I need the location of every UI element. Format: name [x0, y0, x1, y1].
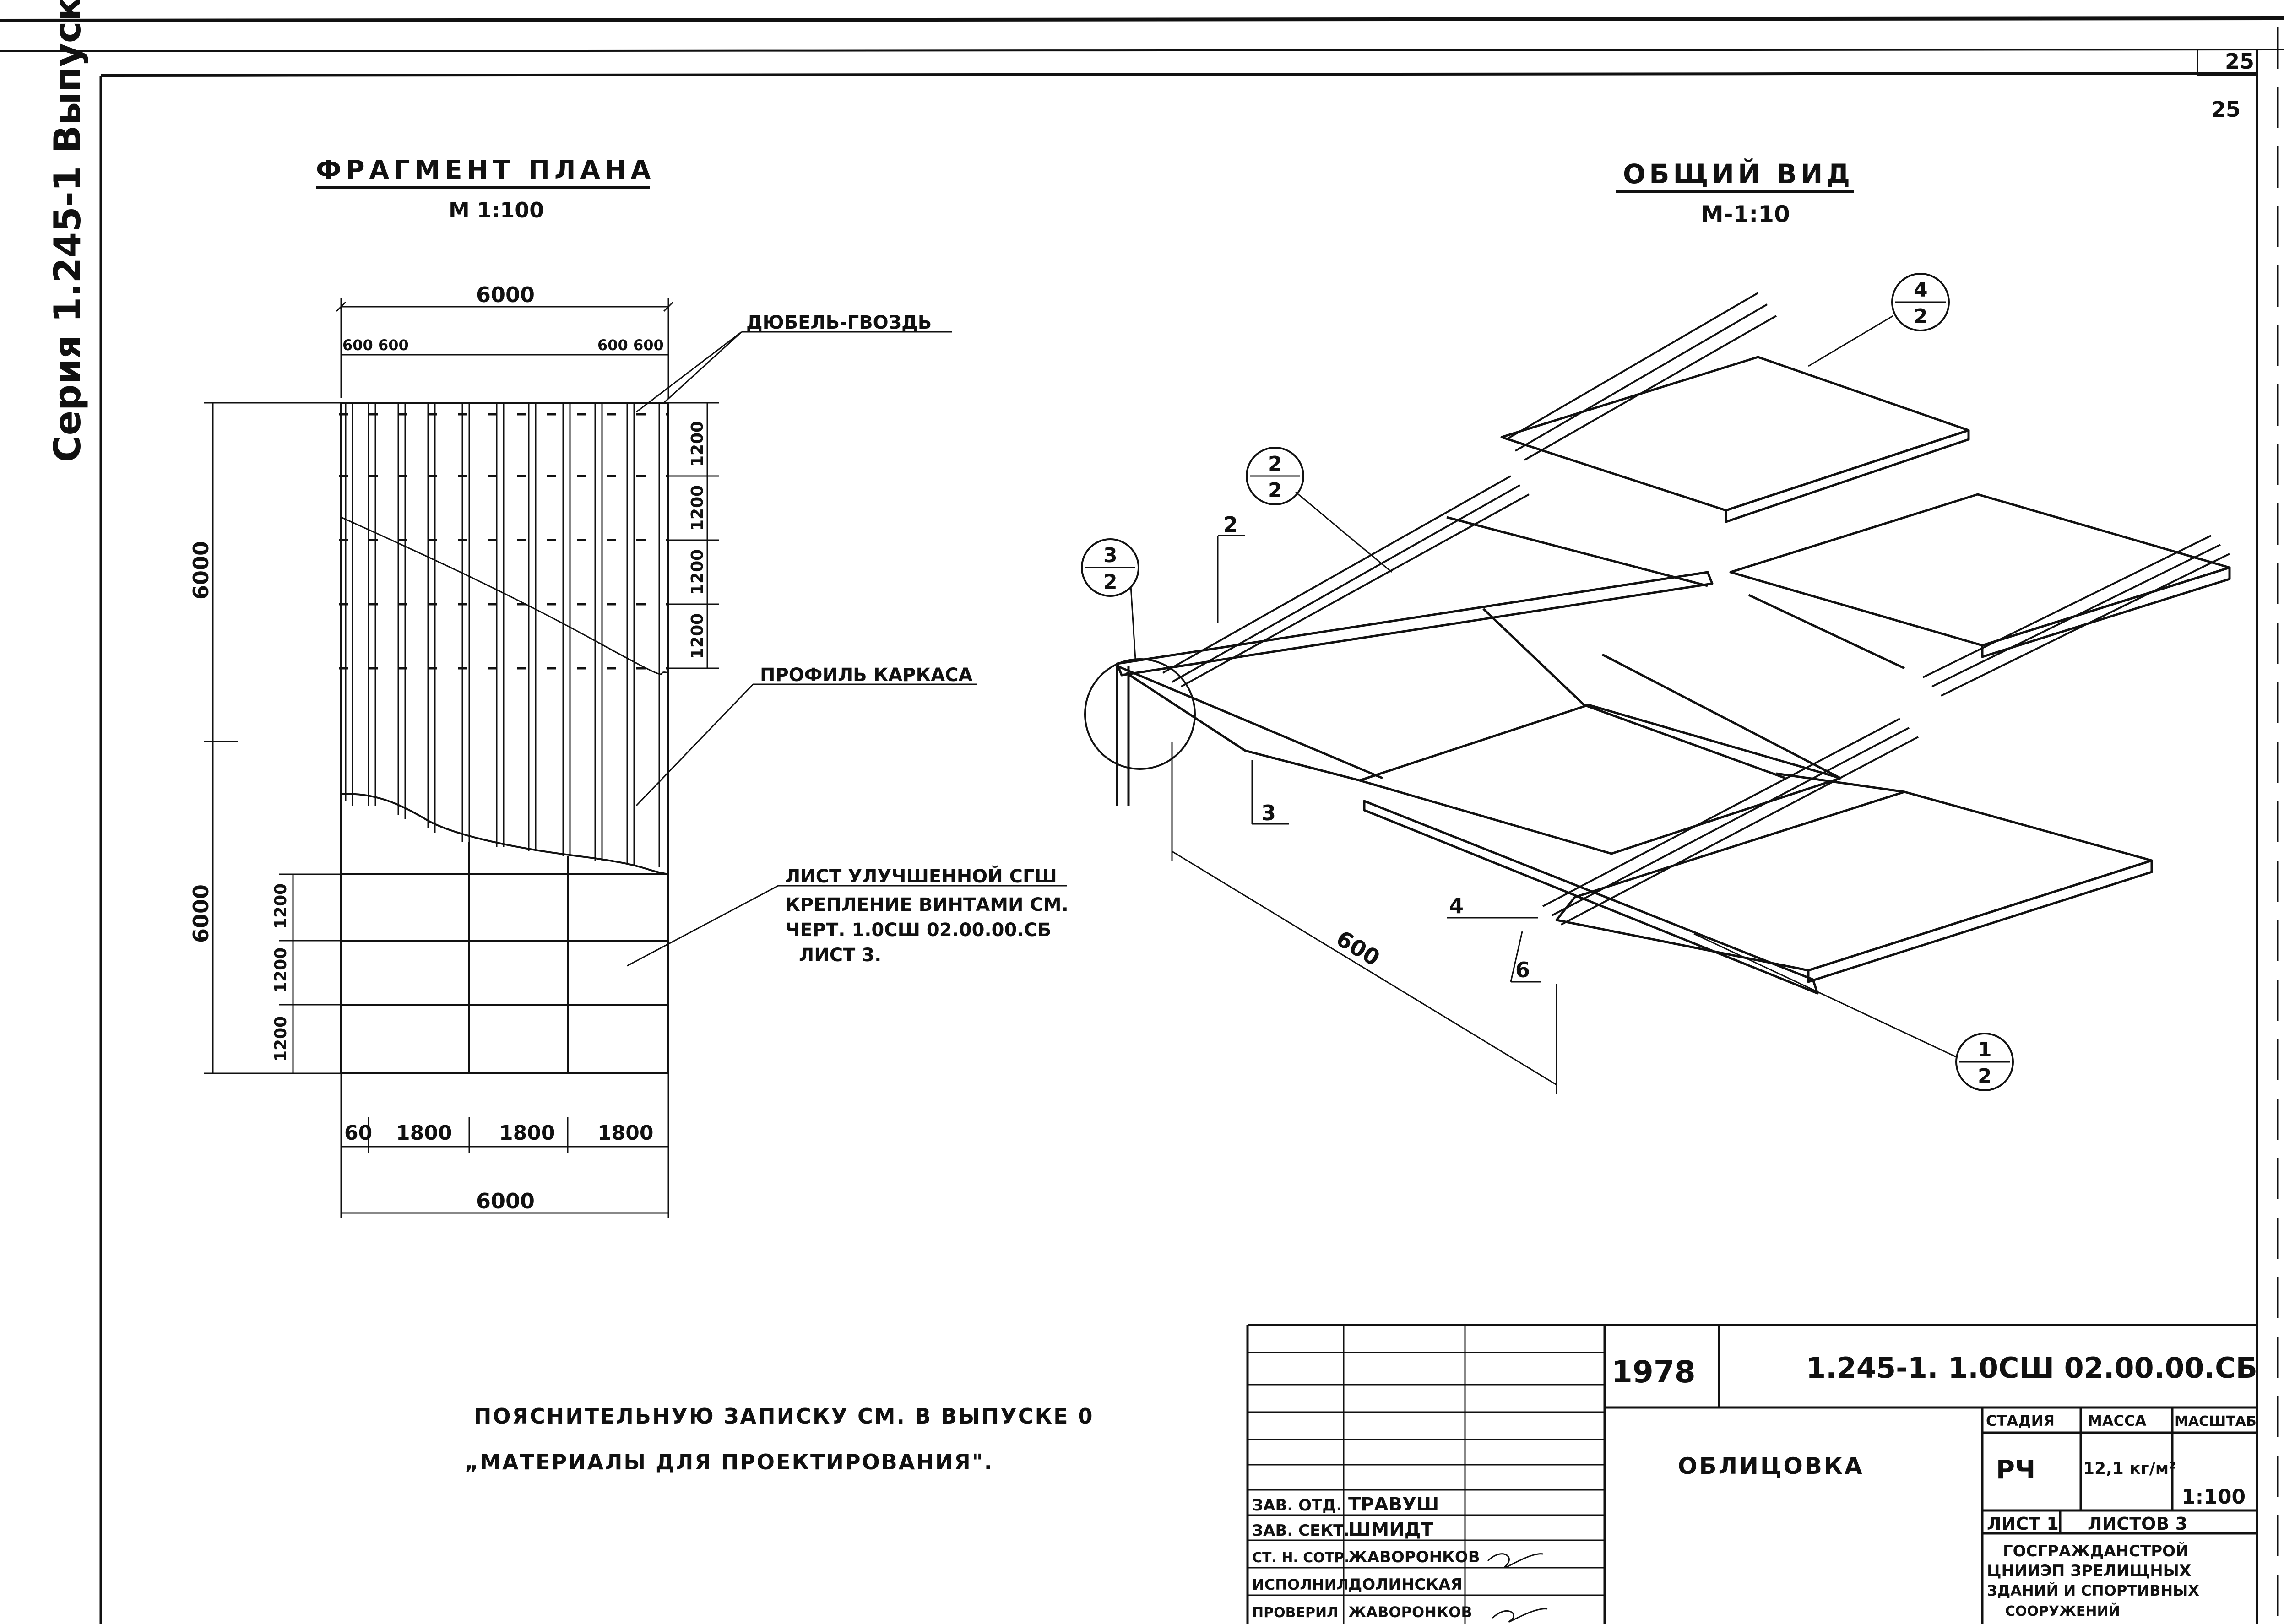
signature [1492, 1608, 1548, 1623]
note-line2: „МАТЕРИАЛЫ ДЛЯ ПРОЕКТИРОВАНИЯ". [465, 1450, 993, 1474]
tb-role: СТ. Н. СОТР. [1252, 1550, 1350, 1566]
plan-dim-top-total: 6000 [476, 282, 535, 307]
tb-name: ОБЛИЦОВКА [1678, 1453, 1864, 1479]
tb-doc-code: 1.245-1. 1.0СШ 02.00.00.СБ [1806, 1351, 2257, 1385]
tb-mass-header: МАССА [2088, 1412, 2147, 1429]
callout-sheet-line1: ЛИСТ УЛУЧШЕННОЙ СГШ [785, 865, 1057, 887]
plan-dim-bottom-1800-a: 1800 [396, 1121, 452, 1145]
frame-profiles [345, 403, 660, 867]
tb-role-name: ЖАВОРОНКОВ [1348, 1548, 1480, 1566]
plan-dim-1200-c: 1200 [688, 549, 707, 595]
sheet-frame [0, 16, 2284, 1624]
plan-dim-1200-e: 1200 [271, 883, 290, 929]
plan-scale: М 1:100 [449, 198, 544, 222]
callout-sheet-line4: ЛИСТ 3. [799, 945, 881, 966]
sheet-number-top: 25 [2225, 49, 2254, 74]
tb-sheet: ЛИСТ 1 [1987, 1514, 2059, 1534]
plan-dim-bottom-1800-c: 1800 [597, 1121, 653, 1145]
general-view-scale: М-1:10 [1701, 201, 1790, 227]
plan-fragment: ФРАГМЕНТ ПЛАНА М 1:100 6000 600 600 600 … [189, 155, 1069, 1218]
tb-org-line2: ЦНИИЭП ЗРЕЛИЩНЫХ [1987, 1562, 2191, 1580]
dowel-marks [339, 413, 668, 670]
tb-year: 1978 [1611, 1354, 1696, 1390]
plan-dim-left-lower: 6000 [189, 884, 213, 943]
pos-6: 6 [1515, 958, 1530, 982]
plan-dim-1200-b: 1200 [688, 485, 707, 531]
plan-dim-top-right: 600 600 [597, 336, 664, 354]
tb-role-name: ШМИДТ [1348, 1519, 1433, 1540]
plan-dim-top-left: 600 600 [342, 336, 409, 354]
pos-3: 3 [1261, 801, 1276, 825]
plan-dim-1200-f: 1200 [271, 947, 290, 993]
bubble-3-2-bottom: 2 [1103, 570, 1118, 594]
tb-stage: РЧ [1996, 1455, 2035, 1485]
callout-sheet-line2: КРЕПЛЕНИЕ ВИНТАМИ СМ. [785, 894, 1069, 915]
note-line1: ПОЯСНИТЕЛЬНУЮ ЗАПИСКУ СМ. В ВЫПУСКЕ 0 [474, 1404, 1094, 1429]
tb-role: ЗАВ. ОТД. [1252, 1496, 1342, 1515]
general-view: ОБЩИЙ ВИД М-1:10 [1081, 158, 2231, 1094]
tb-role: ИСПОЛНИЛ [1252, 1576, 1349, 1593]
pos-2: 2 [1223, 512, 1238, 537]
callout-sheet-line3: ЧЕРТ. 1.0СШ 02.00.00.СБ [785, 920, 1051, 941]
tb-org-line1: ГОСГРАЖДАНСТРОЙ [2003, 1542, 2189, 1560]
tb-mass: 12,1 кг/м² [2083, 1459, 2176, 1478]
tb-org-line3: ЗДАНИЙ И СПОРТИВНЫХ [1987, 1582, 2199, 1599]
tb-scale-header: МАСШТАБ [2175, 1413, 2257, 1429]
plan-dim-left-upper: 6000 [189, 541, 213, 600]
plan-dim-bottom-total: 6000 [476, 1189, 535, 1213]
tb-scale: 1:100 [2181, 1485, 2246, 1509]
sheet-number-corner: 25 [2211, 97, 2241, 122]
callout-frame-profile: ПРОФИЛЬ КАРКАСА [760, 665, 973, 686]
plan-dim-1200-d: 1200 [688, 613, 707, 659]
series-label: Серия 1.245-1 Выпуск 1 [46, 0, 89, 462]
tb-org-line4: СООРУЖЕНИЙ [2005, 1603, 2120, 1619]
plan-dim-1200-g: 1200 [271, 1016, 290, 1062]
tb-role-name: ЖАВОРОНКОВ [1348, 1603, 1472, 1621]
tb-role: ПРОВЕРИЛ [1252, 1605, 1338, 1621]
tb-stage-header: СТАДИЯ [1986, 1412, 2055, 1429]
bubble-1-2-top: 1 [1978, 1038, 1992, 1061]
tb-role-name: ДОЛИНСКАЯ [1348, 1575, 1463, 1594]
callout-dowel: ДЮБЕЛЬ-ГВОЗДЬ [746, 312, 932, 333]
detail-circle [1084, 658, 1196, 770]
bubble-1-2-bottom: 2 [1978, 1065, 1992, 1088]
title-block: 1978 1.245-1. 1.0СШ 02.00.00.СБ ОБЛИЦОВК… [1246, 1324, 2257, 1624]
bubble-4-2-top: 4 [1914, 278, 1928, 302]
tb-role: ЗАВ. СЕКТ. [1252, 1521, 1350, 1540]
plan-dim-bottom-60: 60 [344, 1121, 372, 1145]
pos-4: 4 [1449, 893, 1464, 918]
plan-dim-1200-a: 1200 [688, 421, 707, 467]
bubble-3-2-top: 3 [1103, 544, 1118, 567]
tb-sheets: ЛИСТОВ 3 [2088, 1514, 2187, 1534]
plan-title: ФРАГМЕНТ ПЛАНА [316, 155, 655, 185]
bubble-4-2-bottom: 2 [1914, 305, 1928, 328]
general-view-title: ОБЩИЙ ВИД [1623, 158, 1854, 189]
signature [1487, 1553, 1543, 1569]
bubble-2-2-bottom: 2 [1268, 479, 1282, 502]
tb-role-name: ТРАВУШ [1348, 1494, 1439, 1515]
plan-dim-bottom-1800-b: 1800 [499, 1121, 555, 1145]
bubble-2-2-top: 2 [1268, 452, 1282, 476]
